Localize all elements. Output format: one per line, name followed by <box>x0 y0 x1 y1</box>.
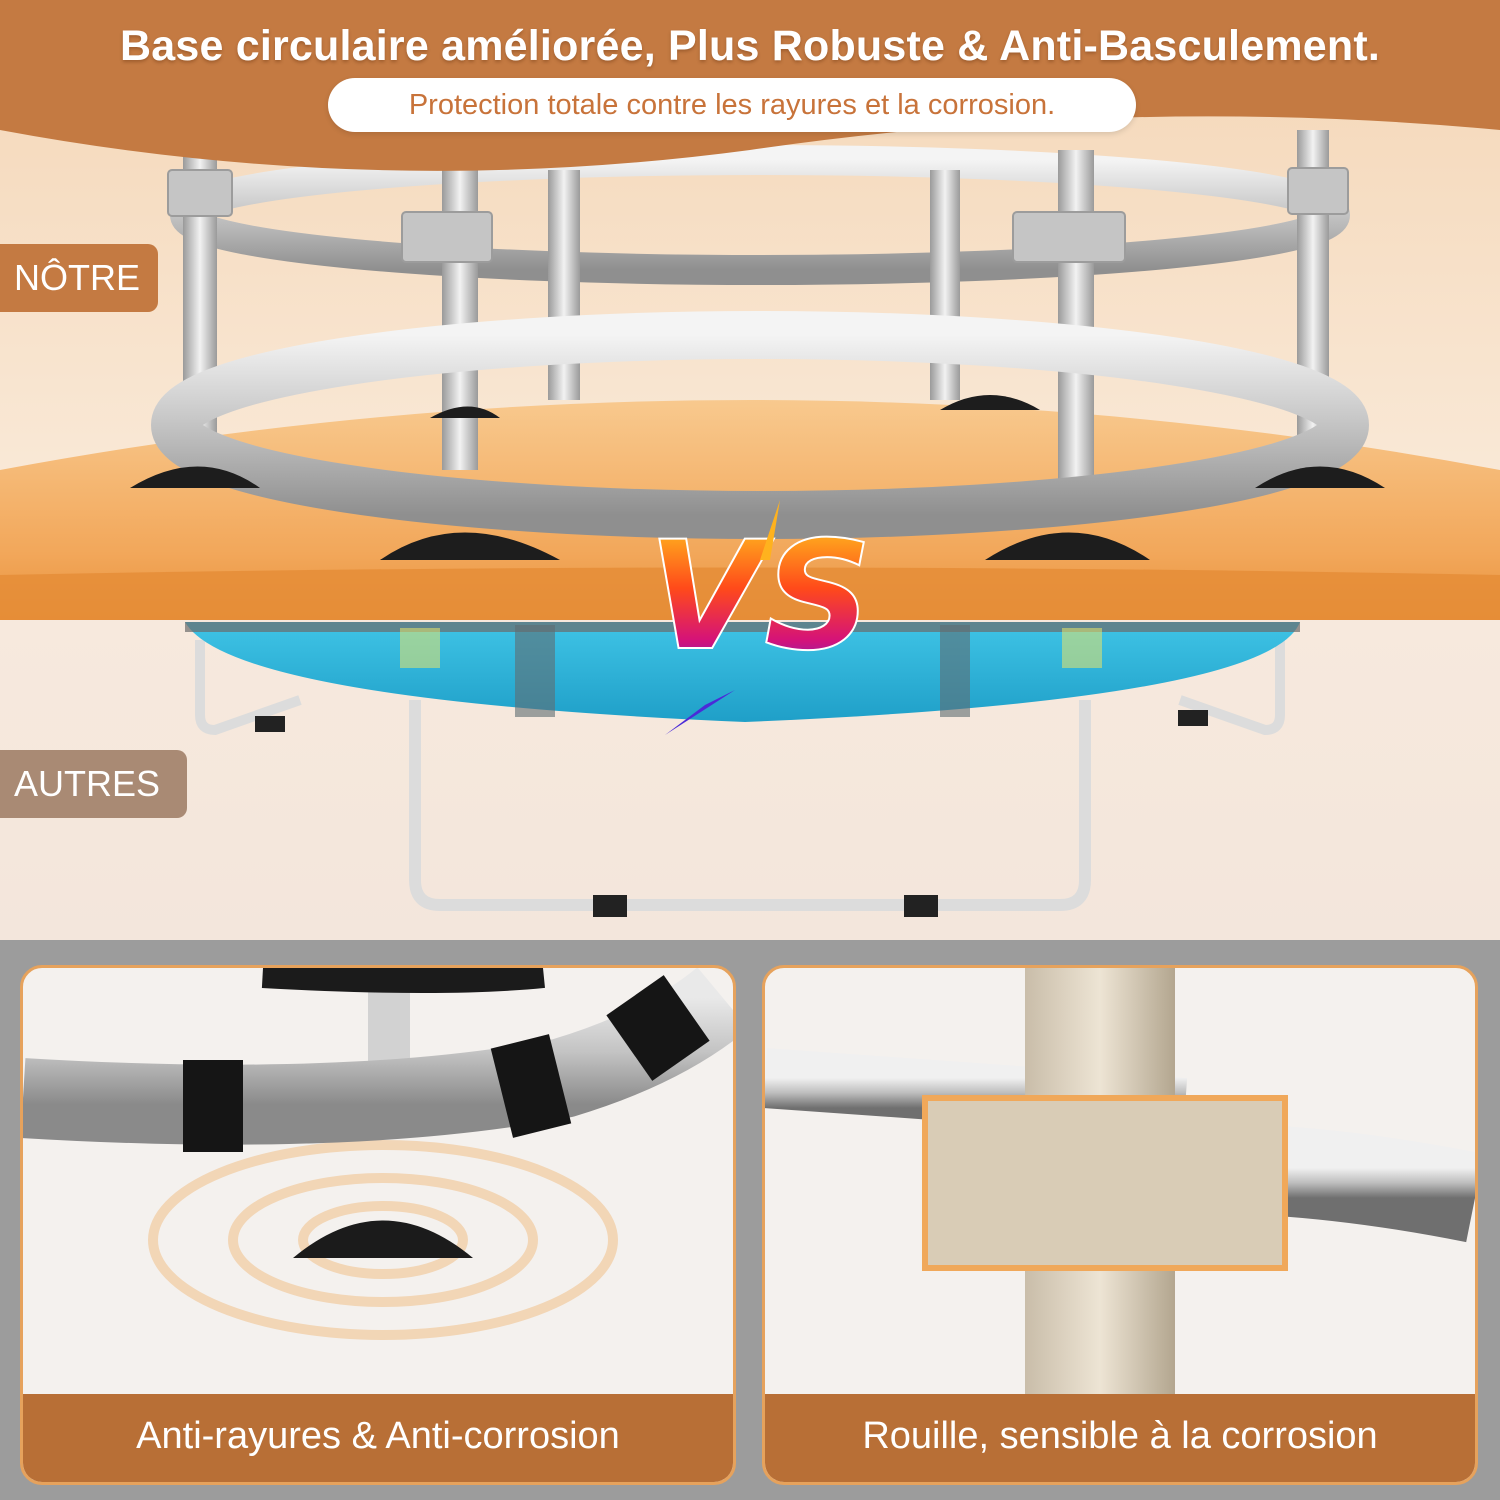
base-foot-closeup <box>23 968 733 1340</box>
caption-ours: Anti-rayures & Anti-corrosion <box>23 1394 733 1482</box>
page-title: Base circulaire améliorée, Plus Robuste … <box>119 22 1381 70</box>
vs-text: VS <box>648 510 872 684</box>
vs-emblem: VS <box>647 500 873 735</box>
header-band: Base circulaire améliorée, Plus Robuste … <box>0 0 1500 185</box>
rusty-joint-closeup <box>765 968 1475 1398</box>
detail-panel-ours: Anti-rayures & Anti-corrosion <box>20 965 736 1485</box>
ours-label: NÔTRE <box>0 244 158 312</box>
subtitle-pill: Protection totale contre les rayures et … <box>328 78 1136 132</box>
detail-panel-others: Rouille, sensible à la corrosion <box>762 965 1478 1485</box>
others-label: AUTRES <box>0 750 187 818</box>
caption-others: Rouille, sensible à la corrosion <box>765 1394 1475 1482</box>
